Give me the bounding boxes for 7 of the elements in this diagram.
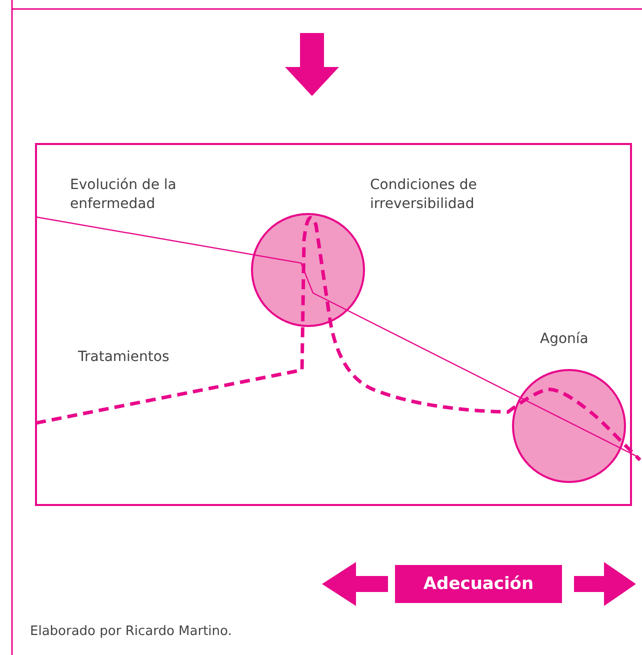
curve-label: Evolución de la enfermedad: [70, 176, 178, 214]
curve-label: Agonía: [540, 330, 590, 349]
label-band: Adecuación: [395, 565, 562, 603]
diagram-frame: [35, 143, 632, 506]
caption-text: Elaborado por Ricardo Martino.: [30, 623, 232, 641]
curve-label: Condiciones de irreversibilidad: [370, 176, 478, 214]
curve-label: Tratamientos: [78, 348, 170, 367]
